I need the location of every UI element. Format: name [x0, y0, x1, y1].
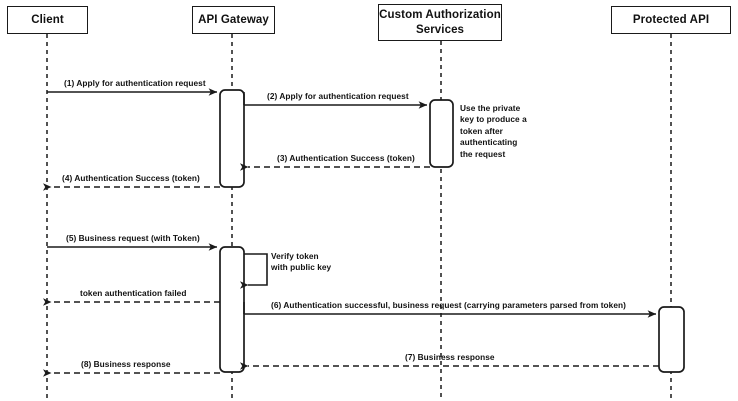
activation-custom-auth: [429, 99, 454, 168]
note-private-key: Use the private key to produce a token a…: [460, 103, 530, 160]
participant-api-gateway-label: API Gateway: [198, 13, 269, 26]
note-line-3: token after: [460, 125, 503, 136]
message-label-7: (7) Business response: [405, 352, 495, 362]
message-label-8: (8) Business response: [81, 359, 171, 369]
note-line-5: the request: [460, 148, 506, 159]
activation-protected-api: [658, 306, 685, 373]
participant-custom-auth-label-line2: Services: [415, 23, 465, 36]
activation-api-gateway-business: [219, 246, 245, 373]
message-label-6: (6) Authentication successful, business …: [271, 300, 626, 310]
message-label-2: (2) Apply for authentication request: [267, 91, 409, 101]
participant-custom-auth[interactable]: Custom Authorization Services: [378, 4, 502, 41]
message-label-token-failed: token authentication failed: [80, 288, 187, 298]
activation-api-gateway-auth: [219, 89, 245, 188]
message-label-3: (3) Authentication Success (token): [277, 153, 415, 163]
participant-custom-auth-label-line1: Custom Authorization: [379, 9, 501, 22]
participant-protected-api-label: Protected API: [632, 13, 710, 26]
participant-client[interactable]: Client: [7, 6, 88, 34]
note-line-4: authenticating: [460, 137, 518, 148]
message-arrow-self-verify: [240, 253, 268, 289]
note-line-1: Use the private: [460, 103, 521, 113]
self-message-label-line1: Verify token: [271, 251, 319, 261]
participant-protected-api[interactable]: Protected API: [611, 6, 731, 34]
message-label-1: (1) Apply for authentication request: [64, 78, 206, 88]
message-label-5: (5) Business request (with Token): [66, 233, 200, 243]
self-message-label-line2: with public key: [271, 262, 332, 273]
note-line-2: key to produce a: [460, 114, 527, 125]
participant-api-gateway[interactable]: API Gateway: [192, 6, 275, 34]
self-message-label-verify-token: Verify token with public key: [271, 251, 331, 274]
message-label-4: (4) Authentication Success (token): [62, 173, 200, 183]
participant-client-label: Client: [31, 13, 64, 26]
